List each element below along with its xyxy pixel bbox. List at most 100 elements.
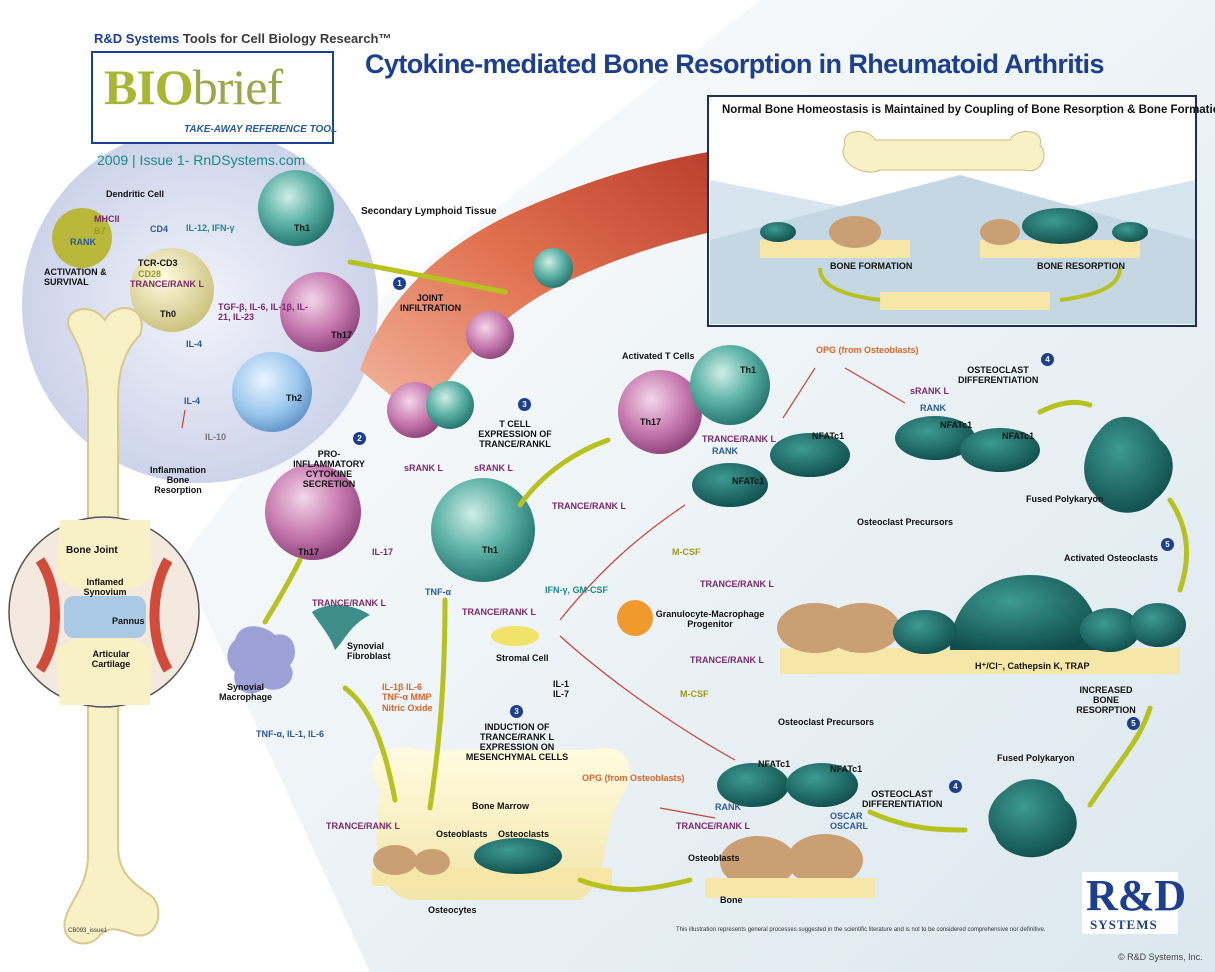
marrow-osteoclast (474, 838, 562, 874)
articular-cartilage-label: Articular Cartilage (91, 649, 131, 669)
rnd-logo-text: R&D (1086, 871, 1187, 920)
nfatc1-label-c: NFATc1 (940, 420, 973, 430)
inflamed-synovium-label: Inflamed Synovium (83, 577, 127, 597)
precursor-nfatc1-b (770, 433, 850, 477)
synovial-macrophage-cell (227, 626, 295, 694)
activated-th1-label: Th1 (740, 365, 757, 375)
trance-right-label: TRANCE/RANK L (702, 434, 776, 444)
step-4-badge-b: 4 (949, 780, 962, 793)
dendritic-cell (52, 208, 112, 268)
step-4-badge-a: 4 (1041, 353, 1054, 366)
rank-label: RANK (70, 237, 96, 247)
step-2-badge: 2 (353, 432, 366, 445)
srankl-label-2: sRANK L (474, 463, 514, 473)
fused-polykaryon-top (1084, 416, 1173, 513)
page-title: Cytokine-mediated Bone Resorption in Rhe… (365, 49, 1104, 79)
cd28-label: CD28 (138, 269, 162, 279)
il17-label: IL-17 (372, 547, 394, 557)
resorption-bone-strip (780, 648, 1180, 674)
rank-right-label: RANK (920, 403, 946, 413)
activated-osteoclasts-label: Activated Osteoclasts (1064, 553, 1159, 563)
joint-lower-bone (56, 635, 152, 705)
marrow-trance-label: TRANCE/RANK L (326, 821, 400, 831)
fibroblast-cytokines-label: IL-1β IL-6 TNF-α MMP Nitric Oxide (382, 682, 433, 713)
synovial-fibroblast-label: Synovial Fibroblast (347, 641, 391, 661)
marrow-osteoblast-1 (373, 845, 417, 875)
nfatc1-label-f: NFATc1 (830, 764, 863, 774)
flow-arrows (262, 259, 1190, 892)
company-name: R&D Systems (94, 31, 180, 46)
opg-bottom-label: OPG (from Osteoblasts) (582, 773, 685, 783)
activated-osteoclast-right-2 (1130, 603, 1186, 647)
th1-effector-label: Th1 (482, 545, 499, 555)
activated-osteoclast-left (893, 610, 957, 654)
inset-bottom-strip (880, 292, 1050, 310)
inset-small-osteoclast-2 (1112, 222, 1148, 242)
fused-bottom-label: Fused Polykaryon (997, 753, 1075, 763)
activated-th17-cell (618, 370, 702, 454)
activation-label: ACTIVATION & SURVIVAL (44, 267, 107, 287)
marrow-osteoclasts-label: Osteoclasts (498, 829, 550, 839)
inset-bone (842, 131, 1045, 173)
step-1-badge: 1 (393, 277, 406, 290)
bottom-bone-label: Bone (720, 895, 743, 905)
gm-progenitor-cell (617, 600, 653, 636)
bone-marrow-label: Bone Marrow (472, 801, 530, 811)
macrophage-cytokines-label: TNF-α, IL-1, IL-6 (256, 729, 325, 739)
bottom-osteoblasts-label: Osteoblasts (688, 853, 740, 863)
bottom-bone-strip (705, 878, 875, 898)
marrow-osteoblasts-label: Osteoblasts (436, 829, 488, 839)
mhcii-label: MHCII (94, 214, 120, 224)
inset-title: Normal Bone Homeostasis is Maintained by… (722, 104, 1215, 116)
inhibition-lines (181, 367, 906, 819)
inset-osteoblast (829, 216, 881, 248)
bottom-precursor-b (786, 763, 858, 807)
srankl-right-label: sRANK L (910, 386, 950, 396)
bottom-osteoblast-b (787, 834, 863, 886)
biobrief-logo: BIObrief (104, 60, 283, 115)
trance-synovial-label: TRANCE/RANK L (312, 598, 386, 608)
mcsf-label-2: M-CSF (680, 689, 709, 699)
ifn-gmcsf-label: IFN-γ, GM-CSF (545, 585, 608, 595)
fused-top-label: Fused Polykaryon (1026, 494, 1104, 504)
stromal-cell (491, 626, 539, 646)
synovial-fibroblast-cell (312, 604, 370, 650)
trance-bottom-label: TRANCE/RANK L (676, 821, 750, 831)
h-cl-label: H⁺/Cl⁻, Cathepsin K, TRAP (975, 661, 1090, 671)
synovial-macrophage-label: Synovial Macrophage (218, 682, 272, 702)
company-line: R&D Systems Tools for Cell Biology Resea… (94, 31, 391, 46)
vessel-th17-cell (466, 311, 514, 359)
rnd-logo (1082, 872, 1178, 934)
activated-th1-cell (690, 345, 770, 425)
tcr-label: TCR-CD3 (138, 258, 178, 268)
srankl-label-1: sRANK L (404, 463, 444, 473)
oscar-label: OSCAR OSCARL (830, 811, 868, 831)
bottom-precursor-a (717, 763, 789, 807)
induction-label: INDUCTION OF TRANCE/RANK L EXPRESSION ON… (465, 722, 569, 762)
th0-label: Th0 (160, 309, 177, 319)
osteoclast-diff-bottom-label: OSTEOCLAST DIFFERENTIATION (862, 789, 943, 809)
th1-effector-cell (431, 478, 535, 582)
precursor-nfatc1-d (960, 428, 1040, 472)
inset-resorption-strip (980, 240, 1140, 258)
gm-progenitor-label: Granulocyte-Macrophage Progenitor (655, 609, 765, 629)
pannus (64, 596, 146, 638)
b7-label: B7 (94, 226, 106, 236)
activated-t-cells-label: Activated T Cells (622, 351, 695, 361)
inset-osteoclast (1022, 208, 1098, 244)
stromal-cell-label: Stromal Cell (496, 653, 549, 663)
th17-effector-cell (265, 464, 361, 560)
il4-label-b: IL-4 (184, 396, 201, 406)
nfatc1-label-a: NFATc1 (732, 476, 765, 486)
inset-cycle-arrow-right (1059, 267, 1122, 302)
step-3-badge-a: 3 (518, 398, 531, 411)
mcsf-label-1: M-CSF (672, 547, 701, 557)
resorption-osteoblast-2 (824, 603, 900, 653)
trance-th0-label: TRANCE/RANK L (130, 279, 204, 289)
inflammation-label: Inflammation Bone Resorption (149, 465, 206, 495)
step-5-badge-b: 5 (1127, 717, 1140, 730)
rank-mid-label: RANK (712, 446, 738, 456)
dendritic-cell-label: Dendritic Cell (106, 189, 165, 199)
trance-th1-label: TRANCE/RANK L (552, 501, 626, 511)
inset-formation-strip (760, 240, 910, 258)
